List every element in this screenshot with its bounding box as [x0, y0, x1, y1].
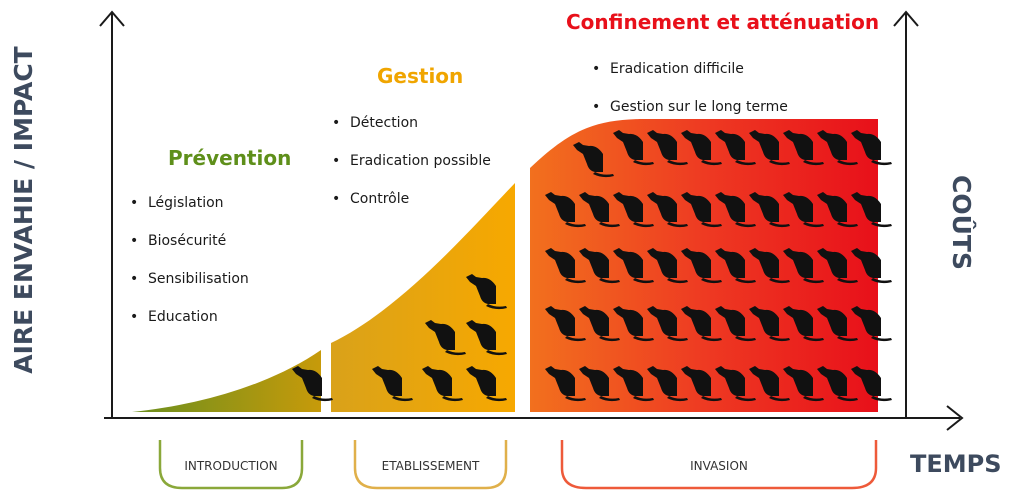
list-item: Contrôle — [328, 180, 491, 218]
phase-title-prevention: Prévention — [168, 146, 292, 170]
stage-label-etablissement: ETABLISSEMENT — [381, 459, 480, 473]
list-item: Education — [126, 298, 249, 336]
stage-label-introduction: INTRODUCTION — [184, 459, 278, 473]
gestion-bullets: Détection Eradication possible Contrôle — [328, 104, 491, 218]
list-item: Gestion sur le long terme — [588, 88, 788, 126]
y-axis-left-label: AIRE ENVAHIE / IMPACT — [9, 46, 38, 374]
list-item: Législation — [126, 184, 249, 222]
phase-title-confinement: Confinement et atténuation — [566, 10, 880, 34]
list-item: Eradication difficile — [588, 50, 788, 88]
list-item: Eradication possible — [328, 142, 491, 180]
x-axis-label: TEMPS — [910, 450, 1002, 478]
prevention-bullets: Législation Biosécurité Sensibilisation … — [126, 184, 249, 336]
y-axis-right-label: COÛTS — [947, 175, 976, 270]
stage-brackets — [158, 440, 878, 490]
list-item: Biosécurité — [126, 222, 249, 260]
prevention-area — [132, 350, 321, 412]
list-item: Sensibilisation — [126, 260, 249, 298]
axes — [99, 10, 964, 431]
phase-title-gestion: Gestion — [377, 64, 464, 88]
list-item: Détection — [328, 104, 491, 142]
stage-label-invasion: INVASION — [690, 459, 748, 473]
gestion-area — [331, 183, 515, 412]
confinement-bullets: Eradication difficile Gestion sur le lon… — [588, 50, 788, 126]
